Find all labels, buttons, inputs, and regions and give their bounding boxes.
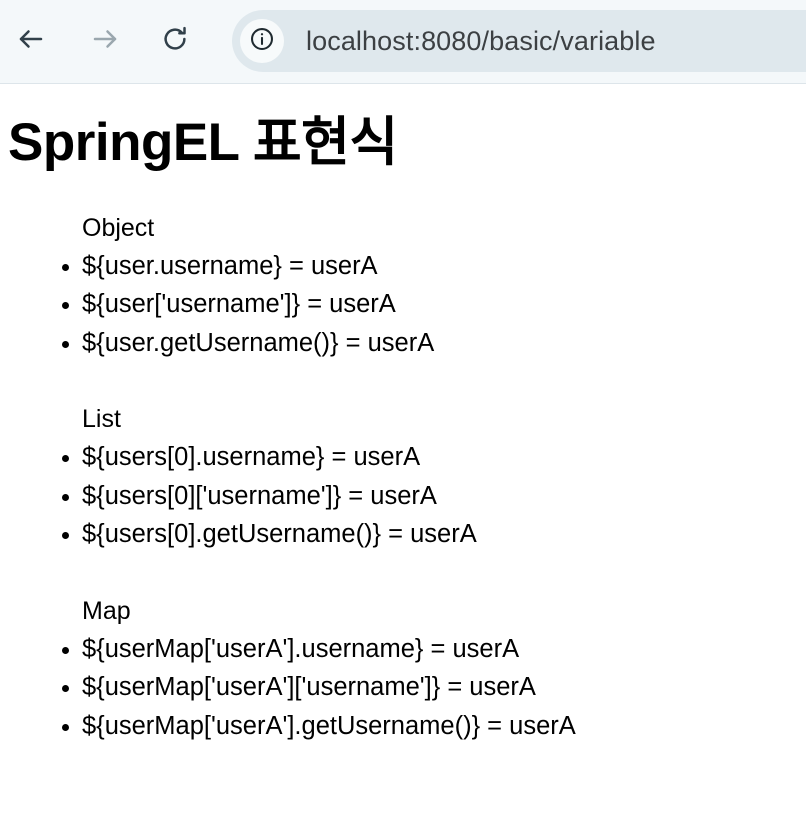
list-item: ${users[0]['username']} = userA [62, 477, 806, 516]
list-item: ${users[0].username} = userA [62, 438, 806, 477]
list-item: ${users[0].getUsername()} = userA [62, 515, 806, 554]
forward-button[interactable] [82, 18, 128, 64]
list-item: ${user['username']} = userA [62, 285, 806, 324]
reload-button[interactable] [152, 18, 198, 64]
section-list: List ${users[0].username} = userA ${user… [0, 400, 806, 554]
arrow-left-icon [16, 24, 46, 59]
reload-icon [160, 24, 190, 59]
section-spacer [0, 362, 806, 400]
section-label: Object [82, 213, 155, 242]
expression-list: ${user.username} = userA ${user['usernam… [0, 247, 806, 363]
section-spacer [0, 554, 806, 592]
browser-toolbar: localhost:8080/basic/variable [0, 0, 806, 84]
section-object: Object ${user.username} = userA ${user['… [0, 209, 806, 363]
expression-sections: Object ${user.username} = userA ${user['… [0, 209, 806, 746]
list-item: ${userMap['userA'].getUsername()} = user… [62, 707, 806, 746]
expression-list: ${userMap['userA'].username} = userA ${u… [0, 630, 806, 746]
back-button[interactable] [8, 18, 54, 64]
section-label: List [82, 405, 121, 434]
page-title: SpringEL 표현식 [8, 113, 398, 172]
section-map: Map ${userMap['userA'].username} = userA… [0, 592, 806, 746]
site-info-button[interactable] [240, 19, 284, 63]
url-text[interactable]: localhost:8080/basic/variable [306, 25, 656, 56]
address-bar[interactable]: localhost:8080/basic/variable [232, 10, 806, 72]
section-label: Map [82, 596, 131, 625]
expression-list: ${users[0].username} = userA ${users[0][… [0, 438, 806, 554]
arrow-right-icon [90, 24, 120, 59]
info-circle-icon [249, 26, 275, 57]
list-item: ${userMap['userA']['username']} = userA [62, 668, 806, 707]
list-item: ${userMap['userA'].username} = userA [62, 630, 806, 669]
list-item: ${user.getUsername()} = userA [62, 324, 806, 363]
list-item: ${user.username} = userA [62, 247, 806, 286]
page-content: SpringEL 표현식 Object ${user.username} = u… [0, 84, 806, 746]
